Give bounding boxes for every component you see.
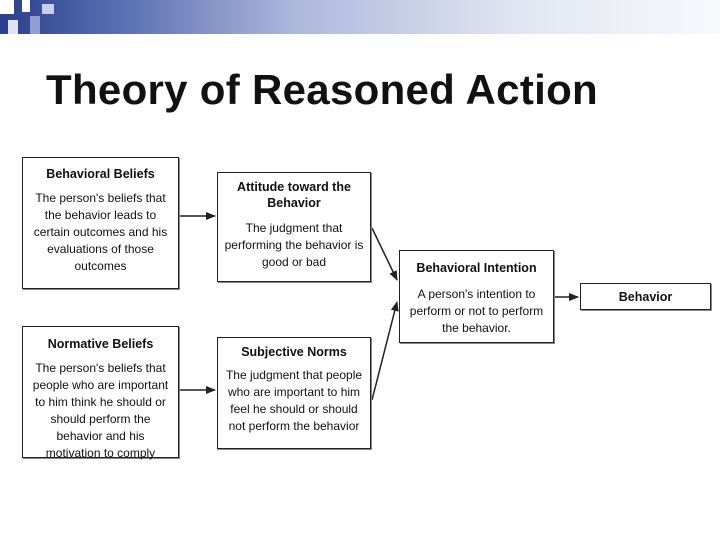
normative-beliefs-box: Normative Beliefs The person's beliefs t… xyxy=(22,326,179,460)
header-band xyxy=(0,0,720,34)
behavioral-intention-box: Behavioral Intention A person's intentio… xyxy=(399,250,554,343)
behavioral-intention-heading: Behavioral Intention xyxy=(416,261,537,275)
attitude-box: Attitude toward the Behavior The judgmen… xyxy=(217,172,371,282)
behavioral-beliefs-box: Behavioral Beliefs The person's beliefs … xyxy=(22,157,179,289)
attitude-heading: Attitude toward the Behavior xyxy=(237,180,351,210)
behavioral-beliefs-text: The person's beliefs that the behavior l… xyxy=(33,191,168,273)
decorative-square xyxy=(8,20,18,34)
behavior-heading: Behavior xyxy=(618,290,673,304)
decorative-square xyxy=(42,4,54,14)
behavioral-intention-text: A person's intention to perform or not t… xyxy=(409,287,544,335)
behavioral-beliefs-heading: Behavioral Beliefs xyxy=(46,167,155,181)
subjective-norms-heading: Subjective Norms xyxy=(241,345,347,359)
decorative-square xyxy=(30,16,40,34)
decorative-square xyxy=(0,0,14,14)
behavior-box: Behavior xyxy=(580,283,711,310)
attitude-text: The judgment that performing the behavio… xyxy=(224,221,364,269)
arrow-attitude-to-intention xyxy=(371,227,398,281)
subjective-norms-box: Subjective Norms The judgment that peopl… xyxy=(217,337,371,449)
arrow-norms-to-intention xyxy=(371,301,399,401)
normative-beliefs-text: The person's beliefs that people who are… xyxy=(32,361,169,460)
subjective-norms-text: The judgment that people who are importa… xyxy=(225,368,363,433)
slide-title: Theory of Reasoned Action xyxy=(46,66,599,113)
decorative-square xyxy=(22,0,30,12)
normative-beliefs-heading: Normative Beliefs xyxy=(47,337,154,351)
